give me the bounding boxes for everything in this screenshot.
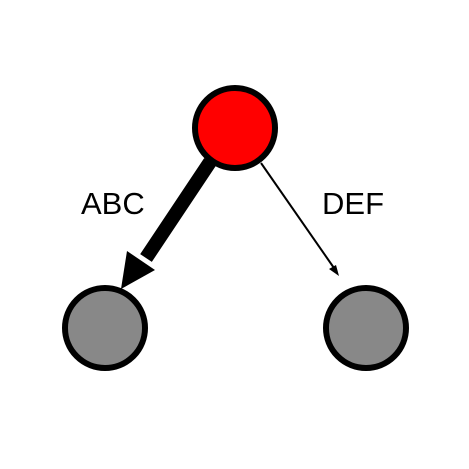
edge-label-abc: ABC [81, 186, 145, 221]
edge-root-right-line [260, 162, 335, 269]
right-child-node[interactable] [323, 285, 409, 371]
edge-root-left [121, 158, 216, 289]
edge-label-def: DEF [322, 186, 384, 221]
edge-root-right-arrowhead [329, 265, 339, 276]
left-child-node[interactable] [62, 285, 148, 371]
root-node[interactable] [192, 85, 278, 171]
edge-root-left-arrowhead [121, 251, 155, 289]
edge-root-left-line [140, 158, 216, 262]
edge-root-right [260, 162, 339, 276]
